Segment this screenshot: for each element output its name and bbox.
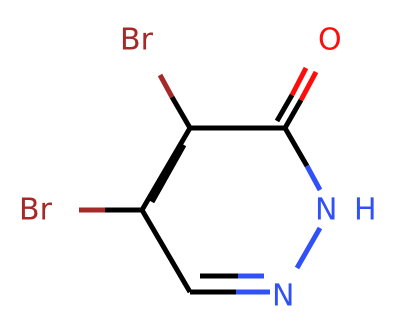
bond-c4-br-top-carbon-half (169, 95, 193, 130)
bond-c5-c6 (139, 208, 193, 294)
hydrogen-nh-label: H (354, 193, 377, 228)
bromine-left-label: Br (19, 193, 53, 228)
oxygen-label: O (318, 23, 342, 58)
bond-c4-c5-inner (149, 143, 187, 204)
bond-c3-o-outer-oxygen-half (298, 70, 319, 102)
bond-c4-c5-outer (139, 126, 193, 212)
nitrogen-nh-label: N (315, 193, 337, 228)
bond-c3-n2-nitrogen-half (304, 164, 323, 192)
bond-c3-o-outer-carbon-half (282, 98, 304, 130)
bond-n2-n1 (294, 226, 323, 270)
bond-c3-n2-carbon-half (282, 126, 310, 168)
bromine-top-label: Br (120, 23, 154, 58)
nitrogen-bottom-label: N (272, 279, 294, 314)
bond-c3-o-inner-oxygen-half (289, 66, 309, 97)
bond-c3-o-inner-carbon-half (274, 93, 295, 123)
bond-c4-br-top-bromine-half (157, 73, 175, 99)
